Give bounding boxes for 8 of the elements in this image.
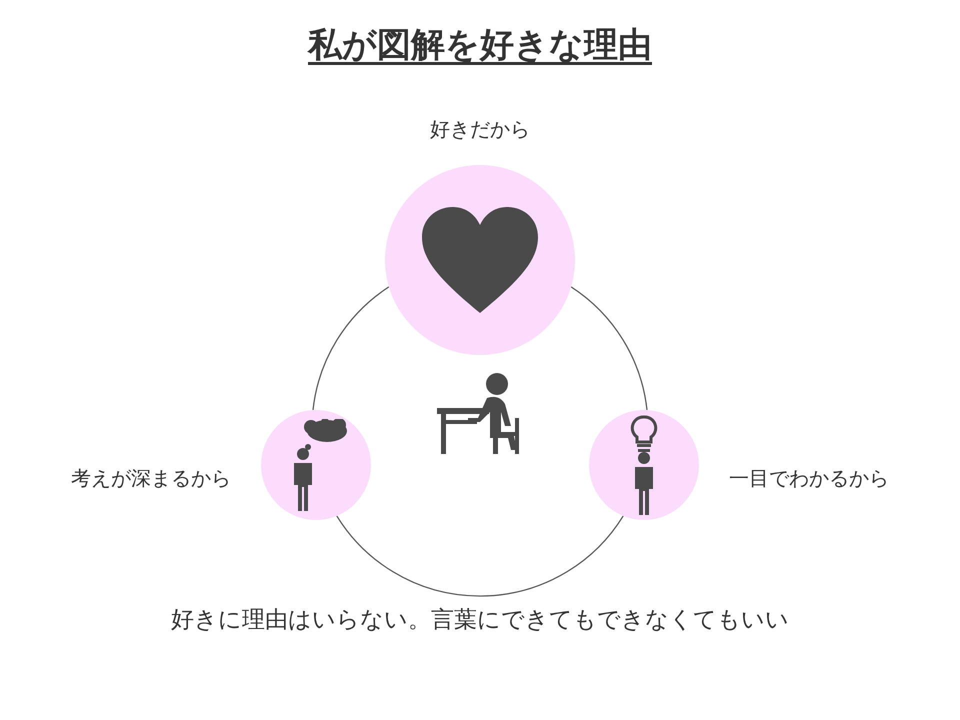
reason-label: 好きだから — [430, 116, 530, 143]
connector-arc — [312, 286, 390, 410]
caption: 好きに理由はいらない。言葉にできてもできなくてもいい — [171, 607, 789, 633]
connector-arc — [336, 516, 624, 597]
reason-label: 一目でわかるから — [728, 464, 889, 492]
connector-arc — [570, 286, 648, 410]
title: 私が図解を好きな理由 — [308, 25, 652, 65]
reason-label: 考えが深まるから — [71, 464, 232, 492]
